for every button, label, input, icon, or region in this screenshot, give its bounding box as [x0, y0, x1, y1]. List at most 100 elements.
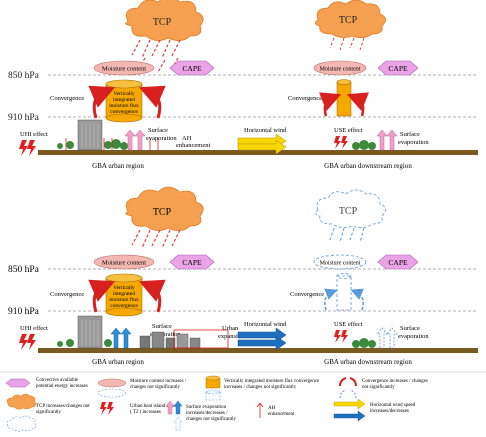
level-850-label: 850 hPa [8, 71, 40, 81]
tcp-label: TCP [339, 206, 358, 217]
legend-text: increases / changes not significantly [224, 385, 297, 390]
legend-text: Convective available [36, 378, 79, 383]
building-windows [81, 320, 99, 346]
surface-evap-label: Surface [400, 325, 420, 332]
vimfc-text: moisture flux [109, 102, 139, 109]
convergence-label: Convergence [50, 95, 84, 102]
vimfc-text: Vertically [113, 91, 135, 97]
convergence-arrow-right [138, 279, 166, 313]
tcp-label: TCP [339, 15, 358, 26]
legend-text: ( T2 ) increases [130, 410, 161, 415]
legend-text: potential energy increases [36, 384, 88, 389]
convergence-arrow-left [88, 85, 116, 119]
ground-strip [38, 150, 478, 155]
region-label: GBA urban region [92, 162, 144, 170]
surface-evap-label: Surface [148, 127, 168, 134]
convergence-label: Convergence [50, 291, 84, 298]
trees [57, 139, 128, 150]
convergence-label: Convergence [290, 291, 324, 298]
horizontal-wind-label: Horizontal wind [244, 127, 287, 134]
convergence-arrow-right [138, 85, 166, 119]
rain-lines [131, 229, 181, 249]
convergence-arrow-left [318, 92, 342, 117]
urban-expansion-label: expansion [218, 333, 245, 340]
uhi-bolt-icon [100, 402, 114, 415]
legend-text: Horizontal wind speed [370, 403, 416, 408]
legend-text: increases/decreases [370, 409, 409, 414]
region-label: GBA urban downstream region [324, 358, 412, 366]
legend-text: TCP increases/changes not [36, 404, 90, 409]
legend-text: Surface evaporation [186, 405, 227, 410]
convergence-arrow-right [346, 92, 370, 117]
cape-icon [5, 378, 31, 388]
ah-arrows [65, 138, 159, 150]
rain-lines [329, 37, 365, 51]
moisture-ellipse-outline [313, 254, 367, 270]
evaporation-arrows [376, 129, 398, 151]
vimfc-text: convergence [110, 303, 138, 309]
trees [352, 140, 376, 150]
tcp-cloud-left: TCP [125, 186, 204, 249]
moisture-ellipse [93, 60, 155, 76]
legend-text: Vertically integrated moisture flux conv… [224, 379, 320, 384]
vimfc-cylinder: Vertically integrated moisture flux conv… [105, 273, 143, 317]
use-bolt-icon [334, 330, 348, 343]
moisture-outline-icon [97, 388, 127, 398]
cape-label: CAPE [388, 64, 408, 73]
legend-text: Convergence increases / changes [362, 379, 428, 384]
wind-decrease-icon [333, 410, 366, 422]
moisture-icon [97, 378, 127, 388]
convergence-arrow-right [350, 288, 364, 311]
surface-evap-label: evaporation [398, 333, 429, 340]
tcp-cloud-outline-icon [6, 415, 37, 432]
legend-text: increases/decreases / [186, 411, 228, 416]
convergence-label: Convergence [288, 95, 322, 102]
tcp-label: TCP [153, 17, 172, 28]
legend-text: Urban heat island effect [130, 404, 178, 409]
level-910-label: 910 hPa [8, 307, 40, 317]
use-label: USE effect [334, 321, 363, 328]
level-850-label: 850 hPa [8, 265, 40, 275]
vimfc-cylinder-outline [336, 273, 352, 311]
legend-text: not significantly [362, 385, 395, 390]
bottom-panel: TCP TCP 850 hPa 910 hPa Moisture content… [8, 186, 478, 366]
moisture-label: Moisture content [102, 66, 146, 73]
surface-evap-label: evaporation [150, 331, 181, 338]
surface-evap-label: Surface [152, 323, 172, 330]
tcp-label: TCP [153, 207, 172, 218]
legend-text: enhancement [268, 412, 295, 417]
urban-expansion-buildings [139, 329, 229, 349]
evaporation-arrows-outline [376, 327, 398, 349]
tcp-cloud-right: TCP [315, 0, 386, 51]
cape-hexagon [169, 60, 215, 76]
trees [57, 339, 112, 347]
cape-hexagon [169, 254, 215, 270]
uhi-bolt-icon [19, 334, 36, 350]
rain-lines [329, 227, 365, 243]
cape-hexagon [377, 60, 419, 76]
cape-hexagon [377, 254, 419, 270]
vimfc-cylinder: Vertically integrated moisture flux conv… [105, 79, 143, 123]
evaporation-arrows [110, 327, 132, 349]
wind-arrow [237, 327, 287, 343]
surface-evap-label: Surface [400, 131, 420, 138]
use-label: USE effect [334, 127, 363, 134]
top-panel: TCP TCP 850 hPa 910 hPa Moisture content [8, 0, 478, 170]
uhi-label: UHI effect [20, 131, 48, 138]
urban-expansion-label: Urban [222, 325, 239, 332]
legend-text: changes not significantly [130, 385, 180, 390]
cape-label: CAPE [388, 258, 408, 267]
vimfc-text: integrated [113, 97, 135, 103]
legend-text: AH [268, 406, 276, 411]
convergence-icon [339, 377, 357, 399]
evaporation-arrows [124, 129, 146, 151]
tcp-cloud-icon [6, 393, 37, 410]
ah-arrow-icon [256, 402, 264, 418]
uhi-label: UHI effect [20, 325, 48, 332]
region-label: GBA urban downstream region [324, 162, 412, 170]
vimfc-text: convergence [110, 109, 138, 115]
vimfc-text: moisture flux [109, 296, 139, 303]
legend-text: changes not significantly [186, 417, 236, 422]
vimfc-icon [205, 375, 221, 401]
